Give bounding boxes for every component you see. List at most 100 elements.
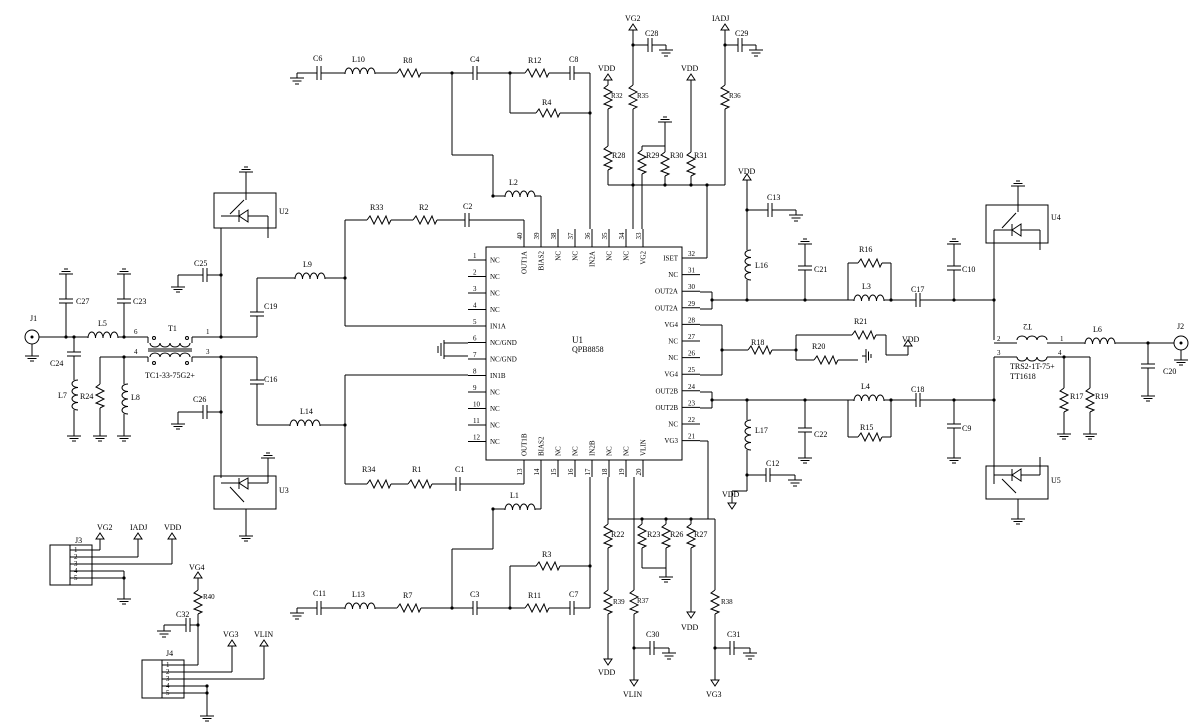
ic-pin-name: VG2	[640, 251, 648, 265]
ic-pin-number: 6	[473, 335, 477, 343]
label-c25: C25	[194, 259, 207, 268]
label-j3: J3	[75, 536, 82, 545]
label-c3: C3	[470, 590, 479, 599]
label-t2-pin2: 2	[997, 335, 1001, 343]
label-c1: C1	[455, 465, 464, 474]
label-r27: R27	[694, 530, 707, 539]
ic-pin-number: 7	[473, 351, 477, 359]
ic-pin-name: NC	[623, 446, 631, 456]
ic-pin-name: BIAS2	[538, 436, 546, 456]
label-r20: R20	[812, 342, 825, 351]
ic-pins-left: 1NC2NC3NC4NC5IN1A6NC/GND7NC/GND8IN1B9NC1…	[468, 252, 517, 446]
label-t2-pin1: 1	[1060, 335, 1064, 343]
ic-pin-name: IN2B	[589, 440, 597, 456]
label-r3: R3	[542, 550, 551, 559]
label-c10: C10	[962, 265, 975, 274]
ic-pin-number: 26	[688, 350, 696, 358]
label-c26: C26	[193, 395, 206, 404]
ic-pin-number: 19	[618, 468, 626, 476]
ic-pin-name: VLIN	[640, 439, 648, 456]
label-c20: C20	[1163, 367, 1176, 376]
label-pin6: 6	[134, 328, 138, 336]
ic-pin-number: 25	[688, 366, 696, 374]
diode-u4: U4	[985, 180, 1061, 250]
label-c31: C31	[727, 630, 740, 639]
label-c9: C9	[962, 424, 971, 433]
label-c28: C28	[645, 29, 658, 38]
ic-pins-right: 32ISET31NC30OUT2A29OUT2A28VG427NC26NC25V…	[655, 250, 700, 445]
label-r32: R32	[611, 92, 623, 100]
label-j4: J4	[166, 649, 173, 658]
label-c32: C32	[176, 610, 189, 619]
label-c2: C2	[463, 202, 472, 211]
label-c21: C21	[814, 265, 827, 274]
right-output-network: VDD C13 L16 C21 R16 L3 C17	[700, 167, 1189, 525]
ic-pin-name: NC	[623, 251, 631, 261]
ic-pin-name: OUT1A	[521, 251, 529, 274]
label-c16: C16	[264, 375, 277, 384]
label-r33: R33	[370, 203, 383, 212]
label-c19: C19	[264, 302, 277, 311]
label-r35: R35	[637, 92, 649, 100]
label-vg2-j3: VG2	[97, 523, 113, 532]
label-c18: C18	[911, 385, 924, 394]
label-u4: U4	[1051, 213, 1061, 222]
label-u5: U5	[1051, 476, 1061, 485]
ic-pin-number: 17	[584, 468, 592, 476]
label-c12: C12	[766, 459, 779, 468]
label-l16: L16	[755, 261, 768, 270]
label-r19: R19	[1095, 392, 1108, 401]
label-c27: C27	[76, 297, 89, 306]
label-l4: L4	[861, 382, 870, 391]
label-r21: R21	[854, 317, 867, 326]
ic-pin-name: NC	[490, 306, 500, 314]
ic-pin-name: IN2A	[589, 251, 597, 267]
label-vdd-r21: VDD	[902, 335, 920, 344]
label-vg3-bottom: VG3	[706, 690, 722, 699]
ic-pin-number: 18	[601, 468, 609, 476]
label-c23: C23	[133, 297, 146, 306]
label-j1: J1	[30, 314, 37, 323]
ic-pin-number: 30	[688, 283, 696, 291]
label-l5: L5	[98, 319, 107, 328]
label-c11: C11	[313, 589, 326, 598]
ic-pin-name: NC	[490, 422, 500, 430]
label-c6: C6	[313, 54, 322, 63]
label-c30: C30	[646, 630, 659, 639]
label-c29: C29	[735, 29, 748, 38]
label-c8: C8	[569, 55, 578, 64]
label-t2-part2: TT1618	[1010, 372, 1036, 381]
ic-pin-name: NC	[490, 273, 500, 281]
diode-u2: U2	[213, 166, 289, 238]
ic-pin-name: NC	[572, 251, 580, 261]
label-r4: R4	[542, 98, 551, 107]
ic-part: QPB8858	[572, 345, 604, 354]
ic-pin-name: NC	[555, 251, 563, 261]
ic-pin-name: OUT1B	[521, 433, 529, 456]
label-pin1: 1	[206, 328, 210, 336]
ic-pin-number: 31	[688, 267, 696, 275]
label-t2-pin3: 3	[997, 349, 1001, 357]
label-c24: C24	[50, 359, 63, 368]
label-u3: U3	[279, 486, 289, 495]
label-t1: T1	[168, 324, 177, 333]
ic-pin-number: 33	[635, 232, 643, 240]
ic-pins-bottom: 13OUT1B14BIAS215NC16NC17IN2B18NC19NC20VL…	[516, 433, 648, 477]
ic-pin-number: 29	[688, 300, 696, 308]
ic-pin-number: 9	[473, 384, 477, 392]
ic-pin-number: 11	[473, 417, 480, 425]
label-l3: L3	[862, 282, 871, 291]
ic-pin-name: OUT2A	[655, 288, 678, 296]
ic-pin-number: 2	[473, 269, 477, 277]
label-r39: R39	[613, 598, 625, 606]
label-iadj-j3: IADJ	[130, 523, 147, 532]
transformer-t1: T1 TC1-33-75G2+	[145, 324, 195, 380]
label-l8: L8	[131, 393, 140, 402]
label-r7: R7	[403, 591, 412, 600]
label-t2-pin4: 4	[1058, 349, 1062, 357]
label-l9: L9	[303, 260, 312, 269]
ic-pin-number: 1	[473, 252, 477, 260]
ic-pin-number: 24	[688, 383, 696, 391]
label-r16: R16	[859, 245, 872, 254]
